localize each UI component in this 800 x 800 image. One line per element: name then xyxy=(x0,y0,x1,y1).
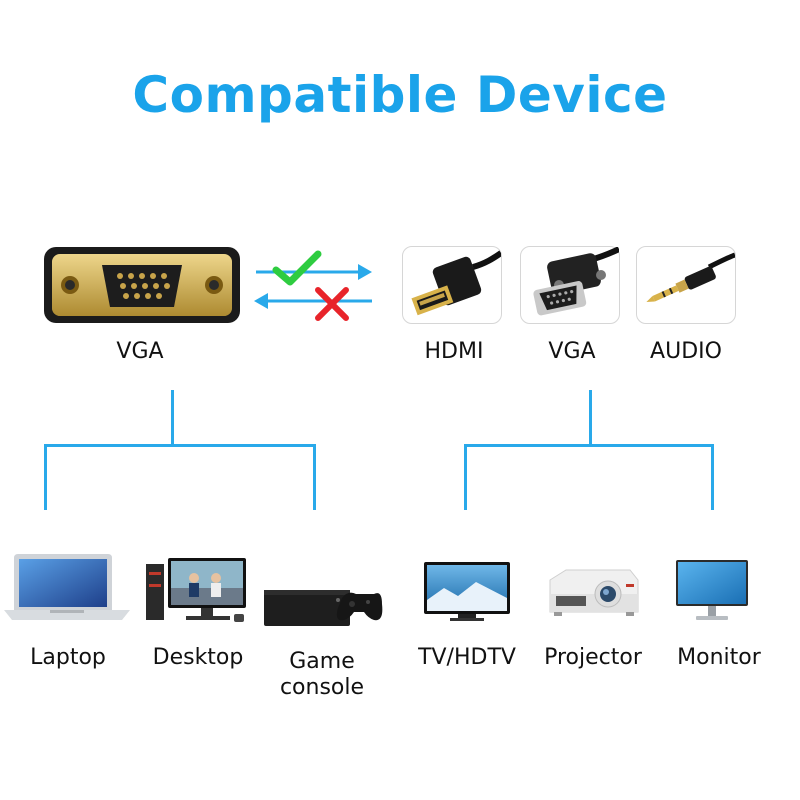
source-vga-label: VGA xyxy=(116,339,164,364)
hdmi-card xyxy=(402,246,502,324)
hdmi-connector-icon xyxy=(403,247,501,323)
vga-male-connector-icon xyxy=(44,247,240,323)
audio-jack-icon xyxy=(637,247,735,323)
output-vga-label: VGA xyxy=(548,339,596,364)
device-projector-label: Projector xyxy=(544,645,642,670)
game-console-icon xyxy=(264,578,384,634)
right-tree-bar xyxy=(464,444,714,447)
desktop-icon xyxy=(146,558,250,626)
monitor-icon xyxy=(676,560,748,624)
projector-icon xyxy=(544,566,640,622)
check-icon xyxy=(272,248,322,290)
right-tree-branch xyxy=(464,444,467,510)
device-desktop-label: Desktop xyxy=(152,645,244,670)
device-tv-label: TV/HDTV xyxy=(418,645,516,670)
device-game-console-label-line1: Game xyxy=(289,649,355,674)
right-tree-stem xyxy=(589,390,592,446)
device-laptop-label: Laptop xyxy=(30,645,106,670)
left-tree-stem xyxy=(171,390,174,446)
tv-icon xyxy=(424,562,510,624)
vga-card xyxy=(520,246,620,324)
vga-connector-icon xyxy=(521,247,619,323)
audio-card xyxy=(636,246,736,324)
laptop-icon xyxy=(4,550,132,626)
page-title: Compatible Device xyxy=(132,66,668,124)
output-audio-label: AUDIO xyxy=(650,339,722,364)
device-monitor-label: Monitor xyxy=(677,645,761,670)
output-hdmi-label: HDMI xyxy=(424,339,484,364)
left-tree-branch xyxy=(313,444,316,510)
right-tree-branch xyxy=(711,444,714,510)
cross-icon xyxy=(312,284,352,324)
left-tree-branch xyxy=(44,444,47,510)
left-tree-bar xyxy=(44,444,316,447)
device-game-console-label-line2: console xyxy=(279,675,365,700)
